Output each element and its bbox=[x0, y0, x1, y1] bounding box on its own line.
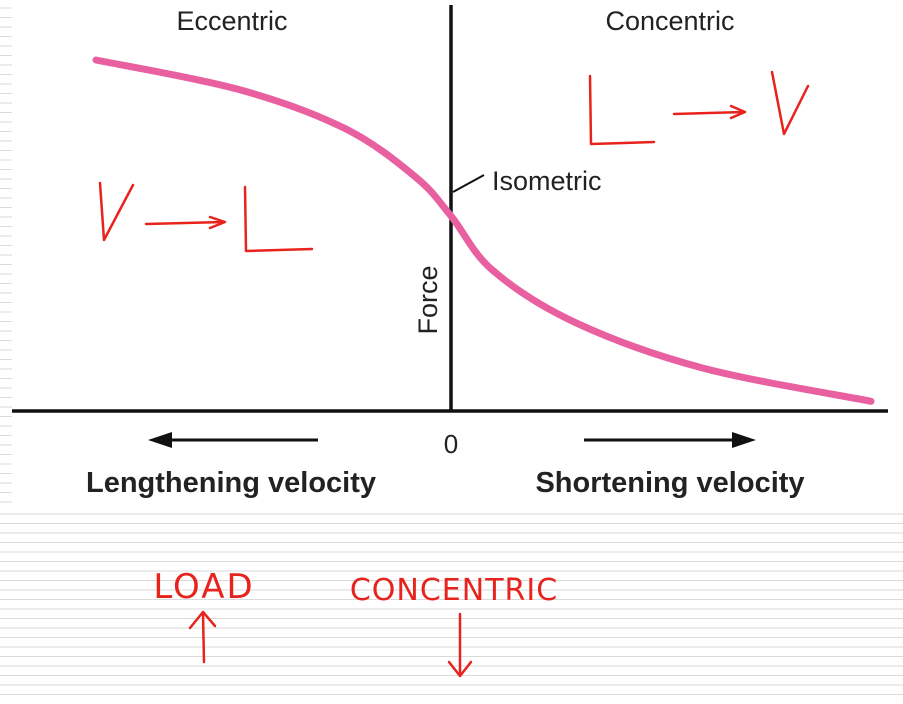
concentric-down-arrow bbox=[447, 612, 473, 678]
hand-letter-l-right bbox=[588, 74, 656, 146]
region-label-concentric: Concentric bbox=[605, 6, 734, 36]
plot-panel bbox=[12, 0, 903, 508]
hand-arrow-right-shaft bbox=[672, 110, 746, 116]
isometric-label: Isometric bbox=[492, 166, 602, 196]
load-up-arrow bbox=[188, 610, 217, 664]
handwritten-word-load: LOAD bbox=[153, 567, 254, 607]
left-arrow-head bbox=[148, 432, 172, 448]
force-velocity-curve bbox=[92, 56, 875, 405]
load-arrow-head bbox=[188, 610, 217, 630]
hand-arrow-left-head bbox=[208, 215, 227, 230]
load-arrow-shaft bbox=[201, 612, 206, 664]
hand-letter-v-right bbox=[770, 70, 810, 136]
right-arrow-head bbox=[732, 432, 756, 448]
x-origin-label: 0 bbox=[444, 429, 458, 459]
handwritten-word-concentric: CONCENTRIC bbox=[350, 573, 558, 608]
handwritten-left-note bbox=[98, 181, 314, 253]
hand-arrow-right-head bbox=[729, 104, 747, 120]
hand-letter-v-left bbox=[98, 181, 135, 242]
x-axis-label-shortening: Shortening velocity bbox=[535, 467, 804, 499]
handwritten-right-note bbox=[588, 70, 810, 146]
region-label-eccentric: Eccentric bbox=[176, 6, 287, 36]
concentric-arrow-head bbox=[447, 660, 473, 678]
y-axis-label: Force bbox=[413, 265, 443, 334]
hand-arrow-left-shaft bbox=[144, 220, 226, 226]
x-axis-label-lengthening: Lengthening velocity bbox=[86, 467, 376, 499]
ruled-lines bbox=[0, 7, 903, 695]
isometric-leader-line bbox=[452, 174, 485, 193]
hand-letter-l-left bbox=[243, 185, 314, 253]
